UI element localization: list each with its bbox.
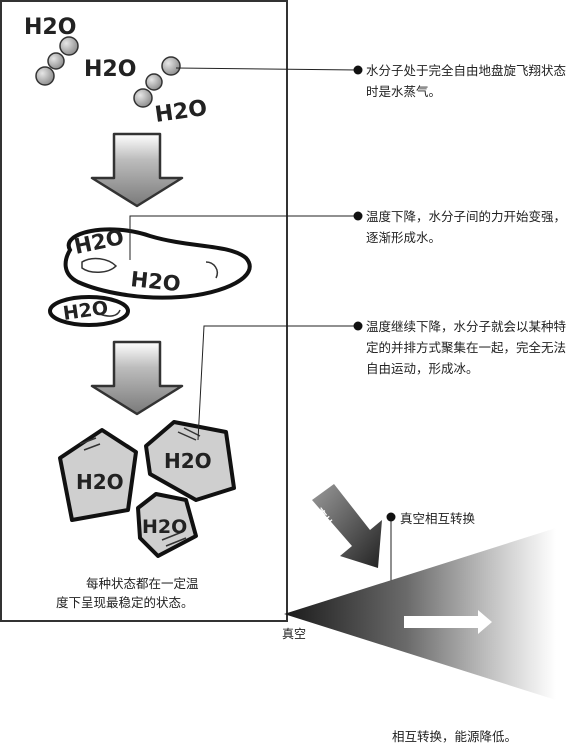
water-drops: H2O H2O H2O [48,225,252,327]
caption-line: 度下呈现最稳定的状态。 [56,595,194,610]
pointer-dot [353,211,363,221]
energy-cone [284,528,556,700]
pointer-dot [386,512,396,522]
molecule-label: H2O [129,267,181,296]
molecule-label: H2O [76,470,124,494]
down-arrow [90,132,184,208]
pointer-dot [353,321,363,331]
caption-line: 每种状态都在一定温 [86,576,199,591]
right-arrow [404,610,492,634]
ice-crystals: H2O H2O H2O [58,420,236,558]
molecule-label: H2O [24,15,76,40]
water-annotation: 温度下降，水分子间的力开始变强，逐渐形成水。 [366,209,566,245]
vapor-molecules: H2O H2O H2O [24,15,209,128]
bottom-note: 相互转换，能源降低。 [392,729,518,744]
vacuum-label: 真空 [282,627,307,641]
conversion-label: 真空相互转换 [400,511,476,526]
diagonal-arrow [312,484,382,568]
molecule-label: H2O [142,516,187,538]
pointer-dot [353,65,363,75]
molecule-label: H2O [164,449,212,473]
down-arrow [90,340,184,416]
leader-lines [129,67,392,590]
ice-annotation: 温度继续下降，水分子就会以某种特定的并排方式聚集在一起，完全无法自由运动，形成冰… [366,319,566,376]
molecule-label: H2O [84,57,136,82]
panel-caption: 每种状态都在一定温 度下呈现最稳定的状态。 [56,574,276,612]
vapor-annotation: 水分子处于完全自由地盘旋飞翔状态时是水蒸气。 [366,63,566,99]
molecule-label: H2O [153,96,208,128]
